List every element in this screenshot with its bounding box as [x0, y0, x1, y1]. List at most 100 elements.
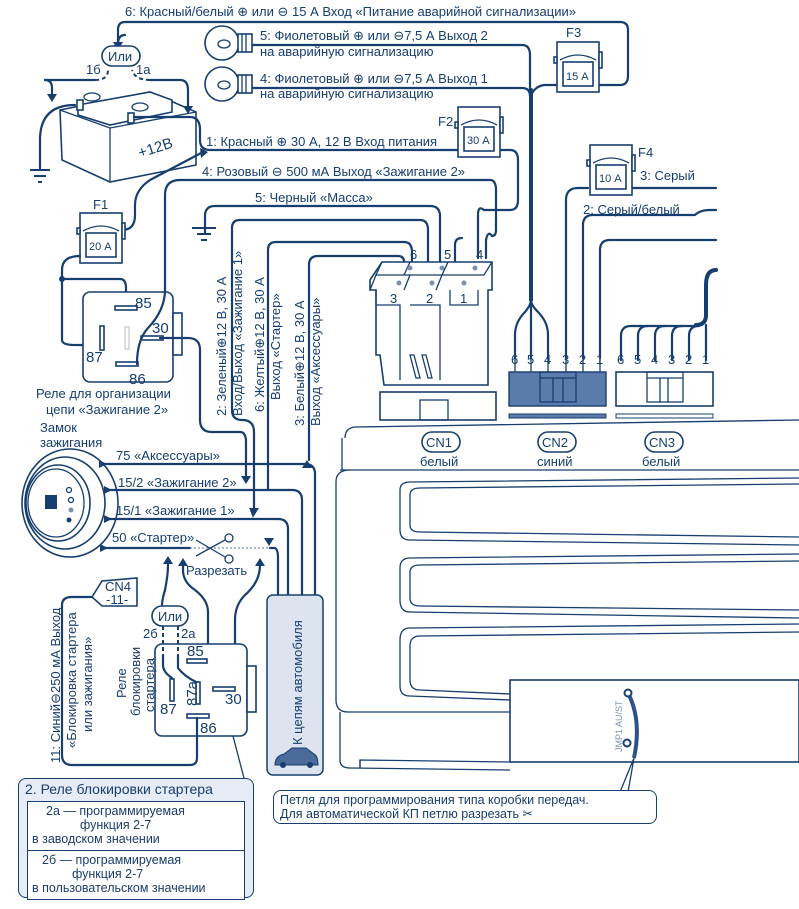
- ignition-switch: [21, 448, 119, 558]
- scissors-icon: [195, 533, 234, 564]
- starter-pin-87: 87: [160, 701, 177, 718]
- cn3-pin: 1: [702, 352, 709, 367]
- fuse-f3-rating: 15 А: [566, 71, 589, 83]
- jumper-note-line1: Петля для программирования типа коробки …: [280, 793, 589, 807]
- cn1-color: белый: [420, 454, 458, 469]
- or-label-relay: Или: [158, 609, 182, 624]
- terminal-50: 50 «Стартер»: [112, 530, 194, 545]
- cn1-id: CN1: [426, 435, 452, 450]
- cn3-id: CN3: [649, 435, 675, 450]
- cn3-pin: 2: [685, 352, 692, 367]
- white-wire-label: 3: Белый⊕12 В, 30 А: [292, 300, 307, 426]
- cn3-pin: 6: [617, 352, 624, 367]
- pc-pin-5: 5: [444, 247, 451, 262]
- cn2-id: CN2: [542, 435, 568, 450]
- starter-relay-caption-3: стартера: [142, 657, 157, 712]
- cn2-pin: 3: [562, 352, 569, 367]
- cn2-pin-labels: 6 5 4 3 2 1: [511, 352, 603, 367]
- fuse-f3: [553, 41, 603, 93]
- wire5-label: 5: Фиолетовый ⊕ или ⊖7,5 А Выход 2: [260, 28, 488, 43]
- cn3-pin: 3: [668, 352, 675, 367]
- terminal-15-2: 15/2 «Зажигание 2»: [118, 475, 237, 490]
- jumper-jmp1[interactable]: JMP1 AU/ST: [614, 688, 639, 793]
- pin-30: 30: [152, 320, 169, 337]
- lower-module: [509, 679, 799, 763]
- option-2a: 2а: [181, 626, 196, 641]
- fuse-f1-rating: 20 А: [89, 241, 112, 253]
- or-label: Или: [108, 49, 132, 64]
- wire4-label-2: на аварийную сигнализацию: [260, 86, 434, 101]
- ignition-title: Замок: [40, 420, 77, 435]
- pc-pin-3: 3: [390, 291, 397, 306]
- starter-pin-87a: 87а: [184, 680, 201, 706]
- or-selector-relay: [151, 605, 189, 627]
- green-wire-label-2: Вход/Выход «Зажигание 1»: [230, 251, 245, 416]
- terminal-15-1: 15/1 «Зажигание 1»: [116, 503, 235, 518]
- starter-pin-30: 30: [225, 691, 242, 708]
- pc-pin-4: 4: [476, 247, 483, 262]
- fuse-f2: [454, 106, 504, 158]
- legend-2a-line3: в заводском значении: [32, 832, 160, 846]
- wire1-label: 1: Красный ⊕ 30 А, 12 В Вход питания: [206, 134, 437, 149]
- fuse-f4-rating: 10 А: [599, 173, 622, 185]
- cn3-pin: 5: [634, 352, 641, 367]
- ign2-relay-caption-2: цепи «Зажигание 2»: [46, 402, 168, 417]
- ground-icon: [30, 169, 50, 183]
- ignition2-relay: [82, 291, 183, 383]
- wire6-label: 6: Красный/белый ⊕ или ⊖ 15 А Вход «Пита…: [125, 4, 576, 19]
- cn2-pin: 6: [511, 352, 518, 367]
- cn4-pin: -11-: [106, 592, 128, 607]
- fuse-f1: [76, 212, 126, 264]
- yellow-wire-label-2: Выход «Стартер»: [268, 293, 283, 400]
- legend-2b-line1: 2б — программируемая: [42, 853, 182, 867]
- option-2b: 2б: [143, 626, 158, 641]
- cn2-pin: 5: [527, 352, 534, 367]
- cut-label: Разрезать: [186, 563, 247, 578]
- cn2-badge: [537, 431, 577, 453]
- terminal-75: 75 «Аксессуары»: [116, 448, 220, 463]
- legend-2b-line2: функция 2-7: [72, 867, 144, 881]
- blue-wire-label: 11: Синий⊖250 мА Выход: [48, 607, 63, 763]
- cn4-label: CN4: [105, 579, 131, 594]
- pin-85: 85: [135, 295, 152, 312]
- power-connector: [369, 261, 497, 421]
- pc-pin-1: 1: [460, 291, 467, 306]
- legend-row-2b: 2б — программируемая функция 2-7 в польз…: [27, 851, 245, 900]
- cn3-wire2-label: 2: Серый/белый: [583, 202, 680, 217]
- legend-2a-line2: функция 2-7: [80, 818, 152, 832]
- cn3-color: белый: [642, 454, 680, 469]
- fuse-f4: [586, 144, 636, 196]
- cn3-pin: 4: [651, 352, 658, 367]
- starter-pin-85: 85: [187, 643, 204, 660]
- pin-86: 86: [129, 371, 146, 388]
- legend-2a-line1: 2а — программируемая: [46, 804, 185, 818]
- starter-relay-caption: Реле: [114, 668, 129, 698]
- pc-pin-2: 2: [426, 291, 433, 306]
- wire4pink-label: 4: Розовый ⊖ 500 мА Выход «Зажигание 2»: [202, 164, 465, 179]
- ignition-title-2: зажигания: [40, 435, 102, 450]
- cn2-pin: 1: [596, 352, 603, 367]
- cn2-pin: 2: [579, 352, 586, 367]
- fuse-f2-id: F2: [438, 114, 453, 129]
- green-wire-label: 2: Зеленый⊕12 В, 30 А: [214, 276, 229, 416]
- cn3-wire3-label: 3: Серый: [640, 168, 695, 183]
- legend-2b-line3: в пользовательском значении: [32, 881, 206, 895]
- option-1a: 1а: [136, 62, 151, 77]
- wire4-label: 4: Фиолетовый ⊕ или ⊖7,5 А Выход 1: [260, 71, 488, 86]
- wire5-label-2: на аварийную сигнализацию: [260, 44, 434, 59]
- fuse-f4-id: F4: [638, 145, 653, 160]
- fuse-f1-id: F1: [93, 197, 108, 212]
- cn2-connector: [508, 371, 607, 407]
- vehicle-circuits-panel: [266, 594, 324, 776]
- legend-title: 2. Реле блокировки стартера: [25, 781, 213, 797]
- vehicle-panel-label: К цепям автомобиля: [290, 620, 305, 745]
- battery: +12В: [59, 91, 197, 183]
- legend-row-2a: 2а — программируемая функция 2-7 в завод…: [27, 801, 245, 851]
- cn1-badge: [421, 431, 461, 453]
- blue-wire-label-3: или зажигания»: [80, 637, 95, 732]
- jumper-label: JMP1 AU/ST: [614, 700, 624, 752]
- ign2-relay-caption: Реле для организации: [36, 386, 171, 401]
- lamp-icon-1: [204, 25, 253, 61]
- fuse-f3-id: F3: [566, 25, 581, 40]
